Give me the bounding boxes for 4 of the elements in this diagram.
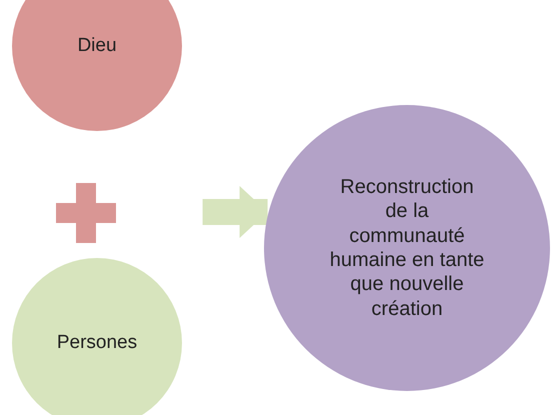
node-text: Reconstruction de la communauté humaine en tante que nouvelle création bbox=[328, 174, 486, 322]
node-text: Persones bbox=[56, 331, 138, 355]
node-text: Dieu bbox=[76, 34, 118, 58]
block-arrow bbox=[202, 186, 268, 238]
